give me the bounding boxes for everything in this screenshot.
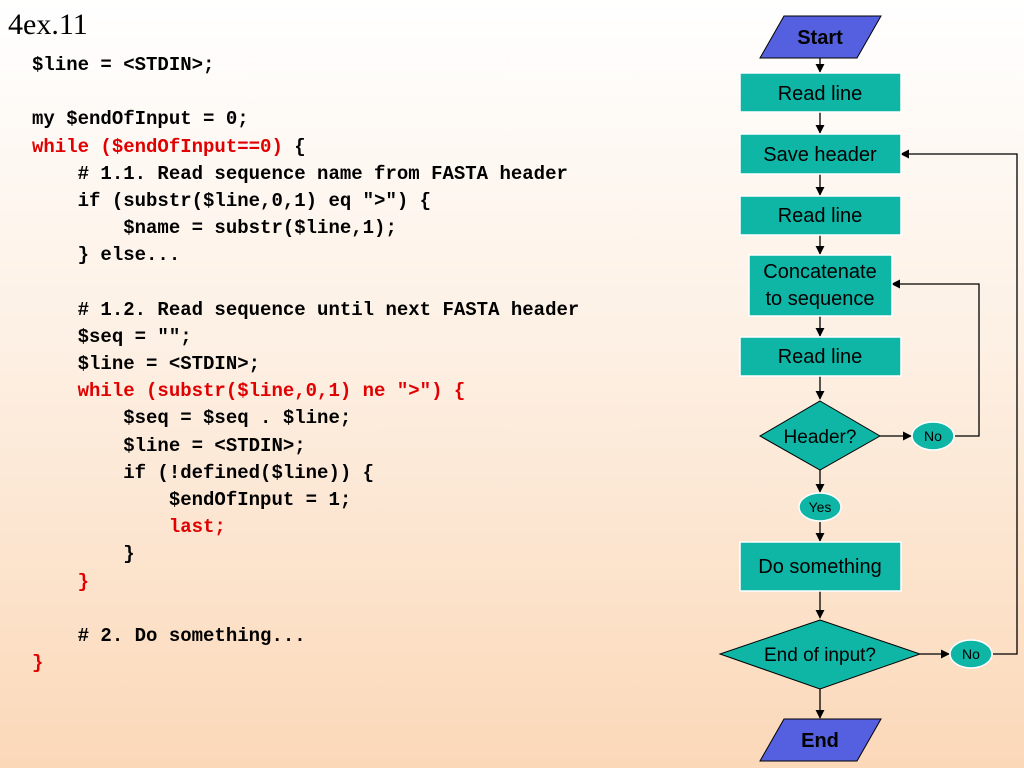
svg-text:Yes: Yes <box>809 499 832 515</box>
svg-text:End: End <box>801 730 839 752</box>
code-line: $line = <STDIN>; <box>32 433 579 460</box>
code-segment: $line = <STDIN>; <box>32 434 306 457</box>
code-line: $seq = $seq . $line; <box>32 405 579 432</box>
code-segment: { <box>282 135 306 158</box>
code-line: $seq = ""; <box>32 324 579 351</box>
code-segment: if (substr($line,0,1) eq ">") { <box>32 189 432 212</box>
read-line-node-2: Read line <box>739 195 902 236</box>
code-segment: if (!defined($line)) { <box>32 461 375 484</box>
code-line: $endOfInput = 1; <box>32 487 579 514</box>
code-line: # 2. Do something... <box>32 623 579 650</box>
code-segment: } <box>32 570 90 593</box>
code-segment: my $endOfInput = 0; <box>32 108 249 131</box>
code-segment: } <box>32 543 135 566</box>
code-line: # 1.2. Read sequence until next FASTA he… <box>32 297 580 324</box>
code-line: $line = <STDIN>; <box>32 52 579 79</box>
code-line: } else... <box>32 242 579 269</box>
code-line: if (!defined($line)) { <box>32 460 579 487</box>
svg-text:Start: Start <box>797 27 843 49</box>
end-node: End <box>759 718 882 762</box>
code-segment: last; <box>32 516 226 539</box>
code-line: while (substr($line,0,1) ne ">") { <box>32 378 579 405</box>
header-decision: Header? <box>758 400 882 471</box>
code-segment: while (substr($line,0,1) ne ">") { <box>32 380 466 403</box>
svg-text:to sequence: to sequence <box>766 288 875 310</box>
code-segment: $name = substr($line,1); <box>32 217 397 240</box>
slide-title: 4ex.11 <box>8 8 88 41</box>
code-line: my $endOfInput = 0; <box>32 106 579 133</box>
concatenate-node: Concatenate to sequence <box>748 254 893 317</box>
code-segment: # 1.1. Read sequence name from FASTA hea… <box>32 162 568 185</box>
code-segment: $seq = $seq . $line; <box>32 407 352 430</box>
code-segment: } <box>32 652 44 675</box>
svg-text:Do something: Do something <box>758 556 881 578</box>
code-line: $line = <STDIN>; <box>32 351 579 378</box>
code-segment: # 2. Do something... <box>32 624 306 647</box>
code-segment: $seq = ""; <box>32 325 192 348</box>
svg-text:Read line: Read line <box>778 83 863 105</box>
code-segment: while ($endOfInput==0) <box>32 135 283 158</box>
connectors <box>815 58 1018 719</box>
header-no-badge: No <box>911 421 955 451</box>
code-segment: } else... <box>32 244 181 267</box>
end-of-input-decision: End of input? <box>718 619 922 690</box>
save-header-node: Save header <box>739 133 902 175</box>
svg-text:End of input?: End of input? <box>764 645 876 666</box>
code-listing: $line = <STDIN>; my $endOfInput = 0; while… <box>32 52 579 677</box>
code-segment: $endOfInput = 1; <box>32 489 352 511</box>
code-line: } <box>32 650 579 677</box>
end-no-badge: No <box>949 639 993 669</box>
svg-text:Header?: Header? <box>784 427 857 448</box>
svg-text:Save header: Save header <box>763 144 877 166</box>
code-segment: $line = <STDIN>; <box>32 54 215 76</box>
svg-text:No: No <box>924 428 942 444</box>
code-line: } <box>32 569 579 596</box>
svg-text:Read line: Read line <box>778 205 863 227</box>
code-segment: $line = <STDIN>; <box>32 353 261 376</box>
loop-no-to-save <box>900 149 1018 655</box>
code-line: $name = substr($line,1); <box>32 215 579 242</box>
code-line: while ($endOfInput==0) { <box>32 134 579 161</box>
code-line: } <box>32 541 579 568</box>
svg-text:Read line: Read line <box>778 346 863 368</box>
read-line-node-1: Read line <box>739 72 902 113</box>
svg-text:No: No <box>962 646 980 662</box>
start-node: Start <box>759 15 882 59</box>
header-yes-badge: Yes <box>798 492 842 522</box>
code-line: if (substr($line,0,1) eq ">") { <box>32 188 579 215</box>
code-line: last; <box>32 514 579 541</box>
loop-no-to-concat <box>891 279 980 437</box>
svg-text:Concatenate: Concatenate <box>763 261 876 283</box>
code-segment: # 1.2. Read sequence until next FASTA he… <box>32 298 580 321</box>
read-line-node-3: Read line <box>739 336 902 377</box>
do-something-node: Do something <box>739 541 902 592</box>
code-line: # 1.1. Read sequence name from FASTA hea… <box>32 161 579 188</box>
